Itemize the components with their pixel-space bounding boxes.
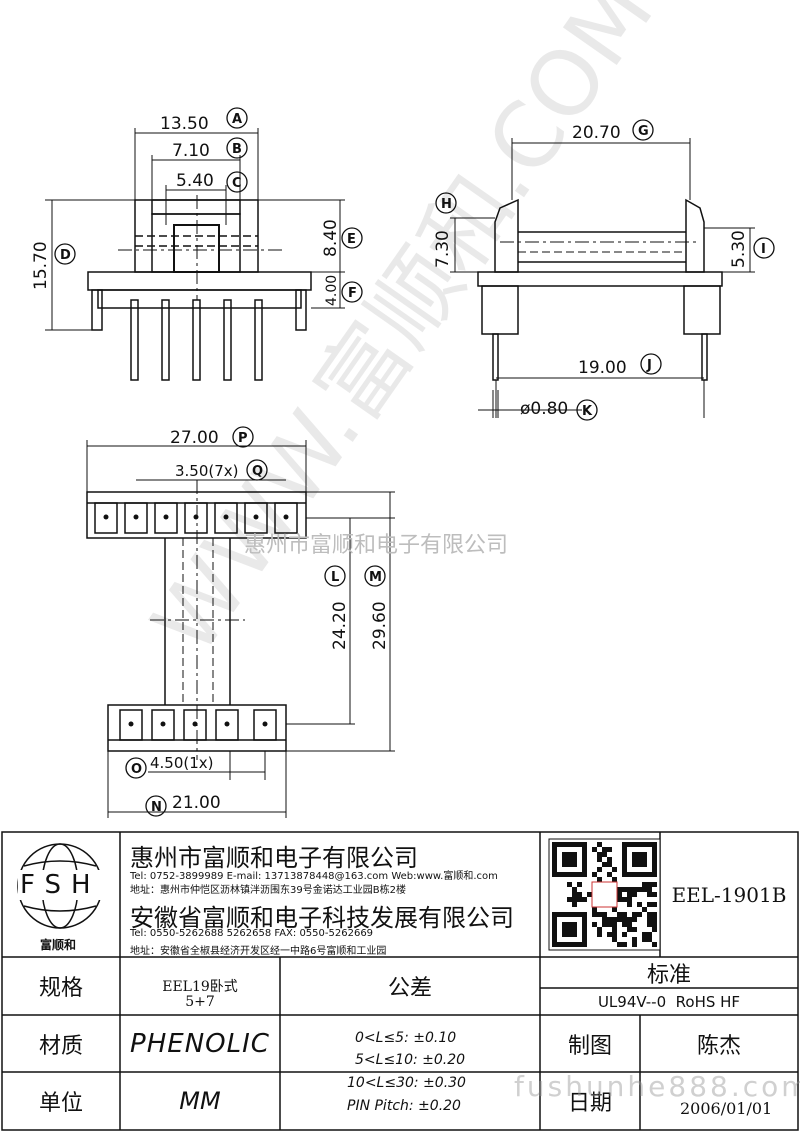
pin-hole (192, 721, 198, 727)
company1-tel: Tel: 0752-3899989 E-mail: 13713878448@16… (130, 871, 498, 882)
callout-B: B (232, 142, 242, 157)
dim-H-text: 7.30 (433, 230, 453, 268)
callout-M: M (369, 570, 382, 585)
pin-hole (283, 514, 289, 520)
company1-name: 惠州市富顺和电子有限公司 (130, 844, 418, 872)
company2-addr: 地址：安徽省全椒县经济开发区经一中路6号富顺和工业园 (130, 946, 387, 957)
label-spec: 规格 (38, 976, 83, 1001)
callout-D: D (60, 248, 71, 263)
callout-I: I (761, 242, 766, 257)
dim-A-text: 13.50 (160, 114, 209, 134)
callout-C: C (232, 176, 242, 191)
dim-D-text: 15.70 (31, 241, 51, 290)
dim-K-text: ø0.80 (520, 399, 568, 419)
pin-hole (223, 514, 229, 520)
pin-hole (224, 721, 230, 727)
callouts-front (54, 107, 363, 303)
dim-P-text: 27.00 (170, 428, 219, 448)
unit-value: MM (179, 1087, 221, 1115)
qr-code (548, 838, 661, 951)
label-standard: 标准 (646, 962, 691, 988)
pin-hole (262, 721, 268, 727)
callout-F: F (348, 286, 357, 301)
callout-O: O (131, 762, 142, 777)
dim-F-text: 4.00 (324, 275, 340, 306)
label-unit: 单位 (38, 1091, 83, 1116)
website-watermark: fushunhe888.com (514, 1070, 800, 1103)
tolerance-3: 10<L≤30: ±0.30 (347, 1075, 466, 1091)
callouts-bottom (125, 426, 386, 817)
pin-hole (253, 514, 259, 520)
callout-J: J (646, 358, 652, 373)
part-number: EEL-1901B (671, 882, 787, 907)
pin-hole (163, 514, 169, 520)
dim-L-text: 24.20 (330, 601, 350, 650)
dim-N-text: 21.00 (172, 793, 221, 813)
callout-H: H (441, 197, 452, 212)
callout-E: E (347, 232, 356, 247)
company1-addr: 地址：惠州市仲恺区沥林镇泮沥围东39号金诺达工业园B栋2楼 (130, 885, 406, 896)
callout-N: N (151, 800, 162, 815)
drawn-by: 陈杰 (696, 1033, 741, 1059)
title-block-grid (1, 831, 799, 1131)
callouts-side (435, 119, 775, 421)
pin-hole (160, 721, 166, 727)
label-tolerance: 公差 (387, 976, 432, 1001)
callout-G: G (638, 124, 649, 139)
pin-hole (128, 721, 134, 727)
dim-Q-text: 3.50(7x) (175, 462, 239, 480)
dim-O-text: 4.50(1x) (150, 754, 214, 772)
svg-text:WWW.富顺和.COM: WWW.富顺和.COM (132, 0, 674, 673)
logo-text: FSH (18, 870, 103, 900)
tolerance-1: 0<L≤5: ±0.10 (355, 1030, 457, 1046)
pin-hole (193, 514, 199, 520)
spec-line-2: 5+7 (185, 994, 215, 1010)
dim-I-text: 5.30 (729, 230, 749, 268)
company2-tel: Tel: 0550-5262688 5262658 FAX: 0550-5262… (130, 928, 374, 939)
callout-K: K (582, 404, 593, 419)
callout-P: P (238, 431, 248, 446)
tolerance-2: 5<L≤10: ±0.20 (355, 1052, 466, 1068)
callout-L: L (331, 570, 339, 585)
label-date: 日期 (567, 1091, 612, 1116)
pin-holes (103, 514, 289, 727)
spec-line-1: EEL19卧式 (162, 979, 238, 995)
material-value: PHENOLIC (130, 1028, 270, 1059)
callout-Q: Q (252, 464, 263, 479)
dim-G-text: 20.70 (572, 123, 621, 143)
drawing-watermark-company: 惠州市富顺和电子有限公司 (244, 533, 508, 558)
front-view (45, 128, 345, 381)
pin-hole (103, 514, 109, 520)
tolerance-4: PIN Pitch: ±0.20 (347, 1098, 461, 1114)
date-value: 2006/01/01 (680, 1099, 773, 1118)
bottom-view (86, 440, 395, 818)
side-view (450, 138, 755, 418)
standard-value: UL94V--0 RoHS HF (597, 992, 741, 1011)
label-material: 材质 (38, 1033, 83, 1059)
callout-A: A (232, 112, 242, 127)
dim-J-text: 19.00 (578, 358, 627, 378)
logo-caption: 富顺和 (40, 938, 77, 952)
label-drawn: 制图 (567, 1033, 612, 1059)
dim-M-text: 29.60 (370, 601, 390, 650)
dim-B-text: 7.10 (172, 141, 210, 161)
pin-hole (133, 514, 139, 520)
dim-C-text: 5.40 (176, 171, 214, 191)
company2-name: 安徽省富顺和电子科技发展有限公司 (130, 904, 514, 932)
watermark: WWW.富顺和.COM (132, 0, 674, 673)
dim-E-text: 8.40 (321, 219, 341, 257)
